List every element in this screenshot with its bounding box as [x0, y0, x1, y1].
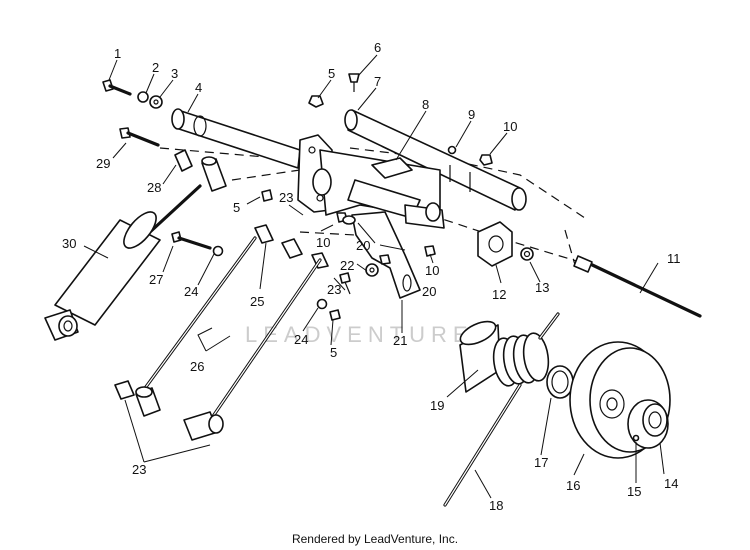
- callout-7: 7: [374, 74, 381, 89]
- watermark: LEADVENTURE: [245, 322, 474, 347]
- callout-13: 13: [535, 280, 549, 295]
- callout-24-b: 24: [294, 332, 308, 347]
- callout-11: 11: [667, 251, 681, 266]
- callout-23-a: 23: [279, 190, 293, 205]
- callout-30: 30: [62, 236, 76, 251]
- callout-21: 21: [393, 333, 407, 348]
- callout-23-c: 23: [132, 462, 146, 477]
- callout-25: 25: [250, 294, 264, 309]
- cross-tube-left: [171, 108, 301, 169]
- lower-bushings: [114, 380, 224, 441]
- leader-lines: [83, 54, 665, 499]
- cross-tube-right: [344, 109, 527, 211]
- callout-20-b: 20: [422, 284, 436, 299]
- callout-1: 1: [114, 46, 121, 61]
- callout-17: 17: [534, 455, 548, 470]
- callout-29: 29: [96, 156, 110, 171]
- callout-18: 18: [489, 498, 503, 513]
- callout-3: 3: [171, 66, 178, 81]
- callout-16: 16: [566, 478, 580, 493]
- control-rods: [138, 236, 322, 430]
- callout-22: 22: [340, 258, 354, 273]
- callout-10-c: 10: [425, 263, 439, 278]
- spring-washer: [546, 365, 574, 399]
- callout-15: 15: [627, 484, 641, 499]
- callout-20-a: 20: [356, 238, 370, 253]
- callouts: 1 2 3 4 5 6 5 7 8 9 10 29 28 5 23 30 27 …: [62, 40, 681, 513]
- callout-5-c: 5: [233, 200, 240, 215]
- callout-14: 14: [664, 476, 678, 491]
- callout-10-b: 10: [316, 235, 330, 250]
- callout-5-d: 5: [330, 345, 337, 360]
- shock-absorber: [44, 184, 202, 341]
- torsion-spring: [443, 312, 560, 507]
- callout-2: 2: [152, 60, 159, 75]
- callout-5-a: 5: [328, 66, 335, 81]
- callout-4: 4: [195, 80, 202, 95]
- callout-27: 27: [149, 272, 163, 287]
- callout-8: 8: [422, 97, 429, 112]
- callout-9: 9: [468, 107, 475, 122]
- callout-6: 6: [374, 40, 381, 55]
- spring-coils: [492, 332, 550, 387]
- hardware: [102, 73, 493, 321]
- footer-credit: Rendered by LeadVenture, Inc.: [291, 532, 459, 546]
- callout-28: 28: [147, 180, 161, 195]
- callout-10-a: 10: [503, 119, 517, 134]
- long-bolt: [573, 255, 702, 318]
- callout-12: 12: [492, 287, 506, 302]
- hub-collar: [627, 399, 669, 449]
- callout-26: 26: [190, 359, 204, 374]
- callout-23-b: 23: [327, 282, 341, 297]
- slide-bracket: [297, 134, 445, 229]
- callout-19: 19: [430, 398, 444, 413]
- cam-block: [477, 221, 534, 267]
- callout-24-a: 24: [184, 284, 198, 299]
